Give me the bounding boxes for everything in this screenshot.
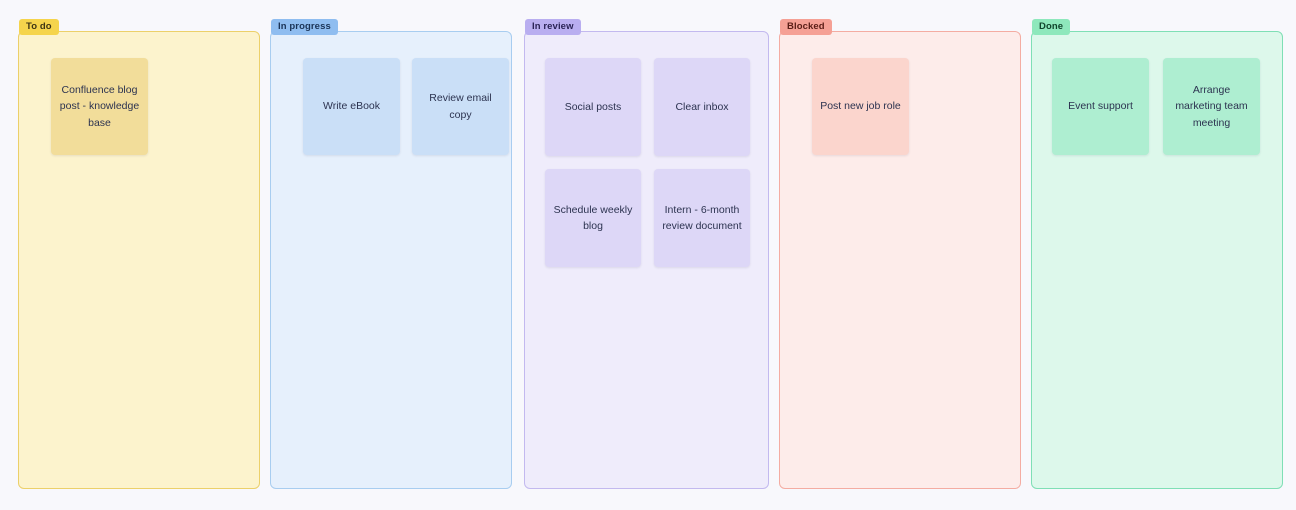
card-list-done: Event support Arrange marketing team mee… <box>1032 58 1282 155</box>
card-list-blocked: Post new job role <box>780 58 1020 155</box>
kanban-column-inprogress[interactable]: In progress Write eBook Review email cop… <box>270 19 512 489</box>
column-label-done[interactable]: Done <box>1032 19 1071 35</box>
card[interactable]: Post new job role <box>812 58 909 155</box>
column-label-blocked[interactable]: Blocked <box>780 19 832 35</box>
card[interactable]: Schedule weekly blog <box>545 169 641 267</box>
card[interactable]: Clear inbox <box>654 58 750 156</box>
kanban-column-done[interactable]: Done Event support Arrange marketing tea… <box>1031 19 1283 489</box>
card[interactable]: Social posts <box>545 58 641 156</box>
card[interactable]: Arrange marketing team meeting <box>1163 58 1260 155</box>
column-label-inprogress[interactable]: In progress <box>271 19 338 35</box>
kanban-column-blocked[interactable]: Blocked Post new job role <box>779 19 1021 489</box>
card-list-inreview: Social posts Clear inbox Schedule weekly… <box>525 58 768 267</box>
kanban-column-todo[interactable]: To do Confluence blog post - knowledge b… <box>18 19 260 489</box>
card[interactable]: Confluence blog post - knowledge base <box>51 58 148 155</box>
column-label-todo[interactable]: To do <box>19 19 59 35</box>
card-list-inprogress: Write eBook Review email copy <box>271 58 511 155</box>
card-list-todo: Confluence blog post - knowledge base <box>19 58 259 155</box>
kanban-column-inreview[interactable]: In review Social posts Clear inbox Sched… <box>524 19 769 489</box>
card[interactable]: Write eBook <box>303 58 400 155</box>
card[interactable]: Intern - 6-month review document <box>654 169 750 267</box>
card[interactable]: Event support <box>1052 58 1149 155</box>
column-label-inreview[interactable]: In review <box>525 19 581 35</box>
card[interactable]: Review email copy <box>412 58 509 155</box>
